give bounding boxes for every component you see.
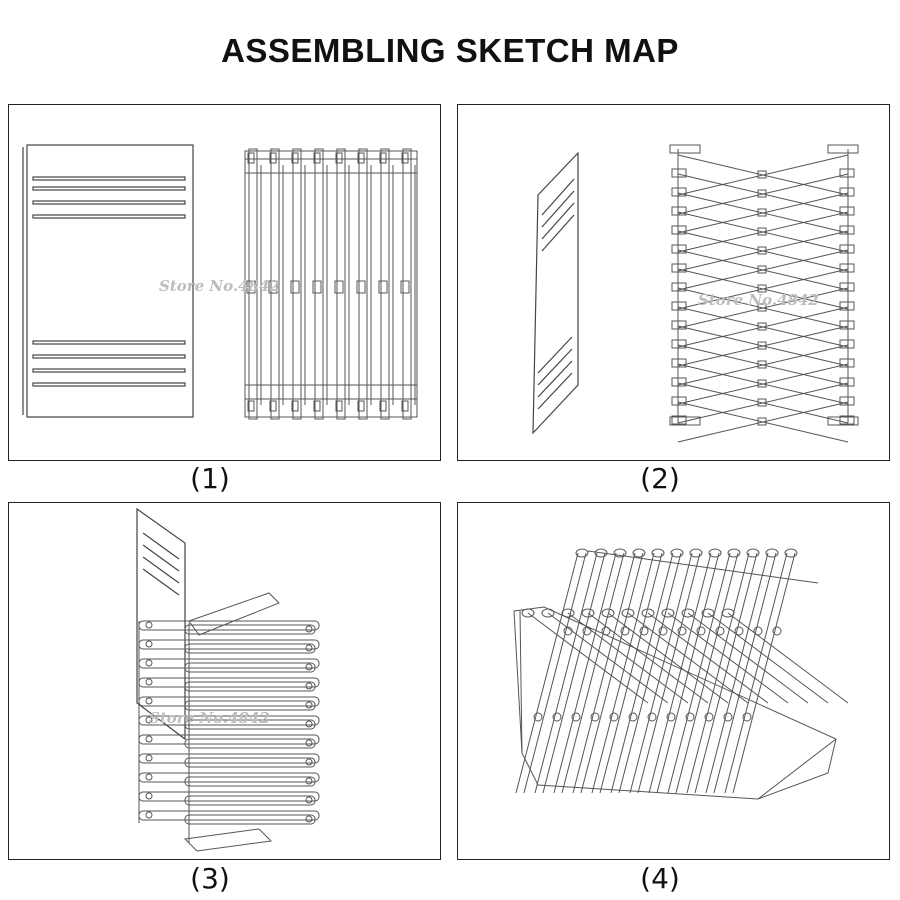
panel-3-drawing — [136, 507, 320, 852]
panel-1: Store No.4842 — [8, 104, 441, 461]
side-panel-flat — [26, 144, 194, 418]
page-title: ASSEMBLING SKETCH MAP — [221, 32, 679, 69]
caption-2: (2) — [640, 462, 680, 495]
panel-3: Store No.4842 — [8, 502, 441, 860]
side-panel-upright — [136, 507, 186, 741]
panel-4-drawing — [513, 548, 849, 800]
panel-4 — [457, 502, 890, 860]
side-panel-tilted — [532, 151, 579, 435]
panel-2: Store No.4842 — [457, 104, 890, 461]
caption-1: (1) — [190, 462, 230, 495]
watermark: Store No.4842 — [698, 291, 819, 309]
caption-4: (4) — [640, 862, 680, 895]
caption-3: (3) — [190, 862, 230, 895]
watermark: Store No.4842 — [149, 709, 270, 727]
panel-2-drawing — [532, 144, 859, 443]
watermark: Store No.4842 — [159, 277, 280, 295]
panel-1-drawing — [22, 144, 418, 420]
